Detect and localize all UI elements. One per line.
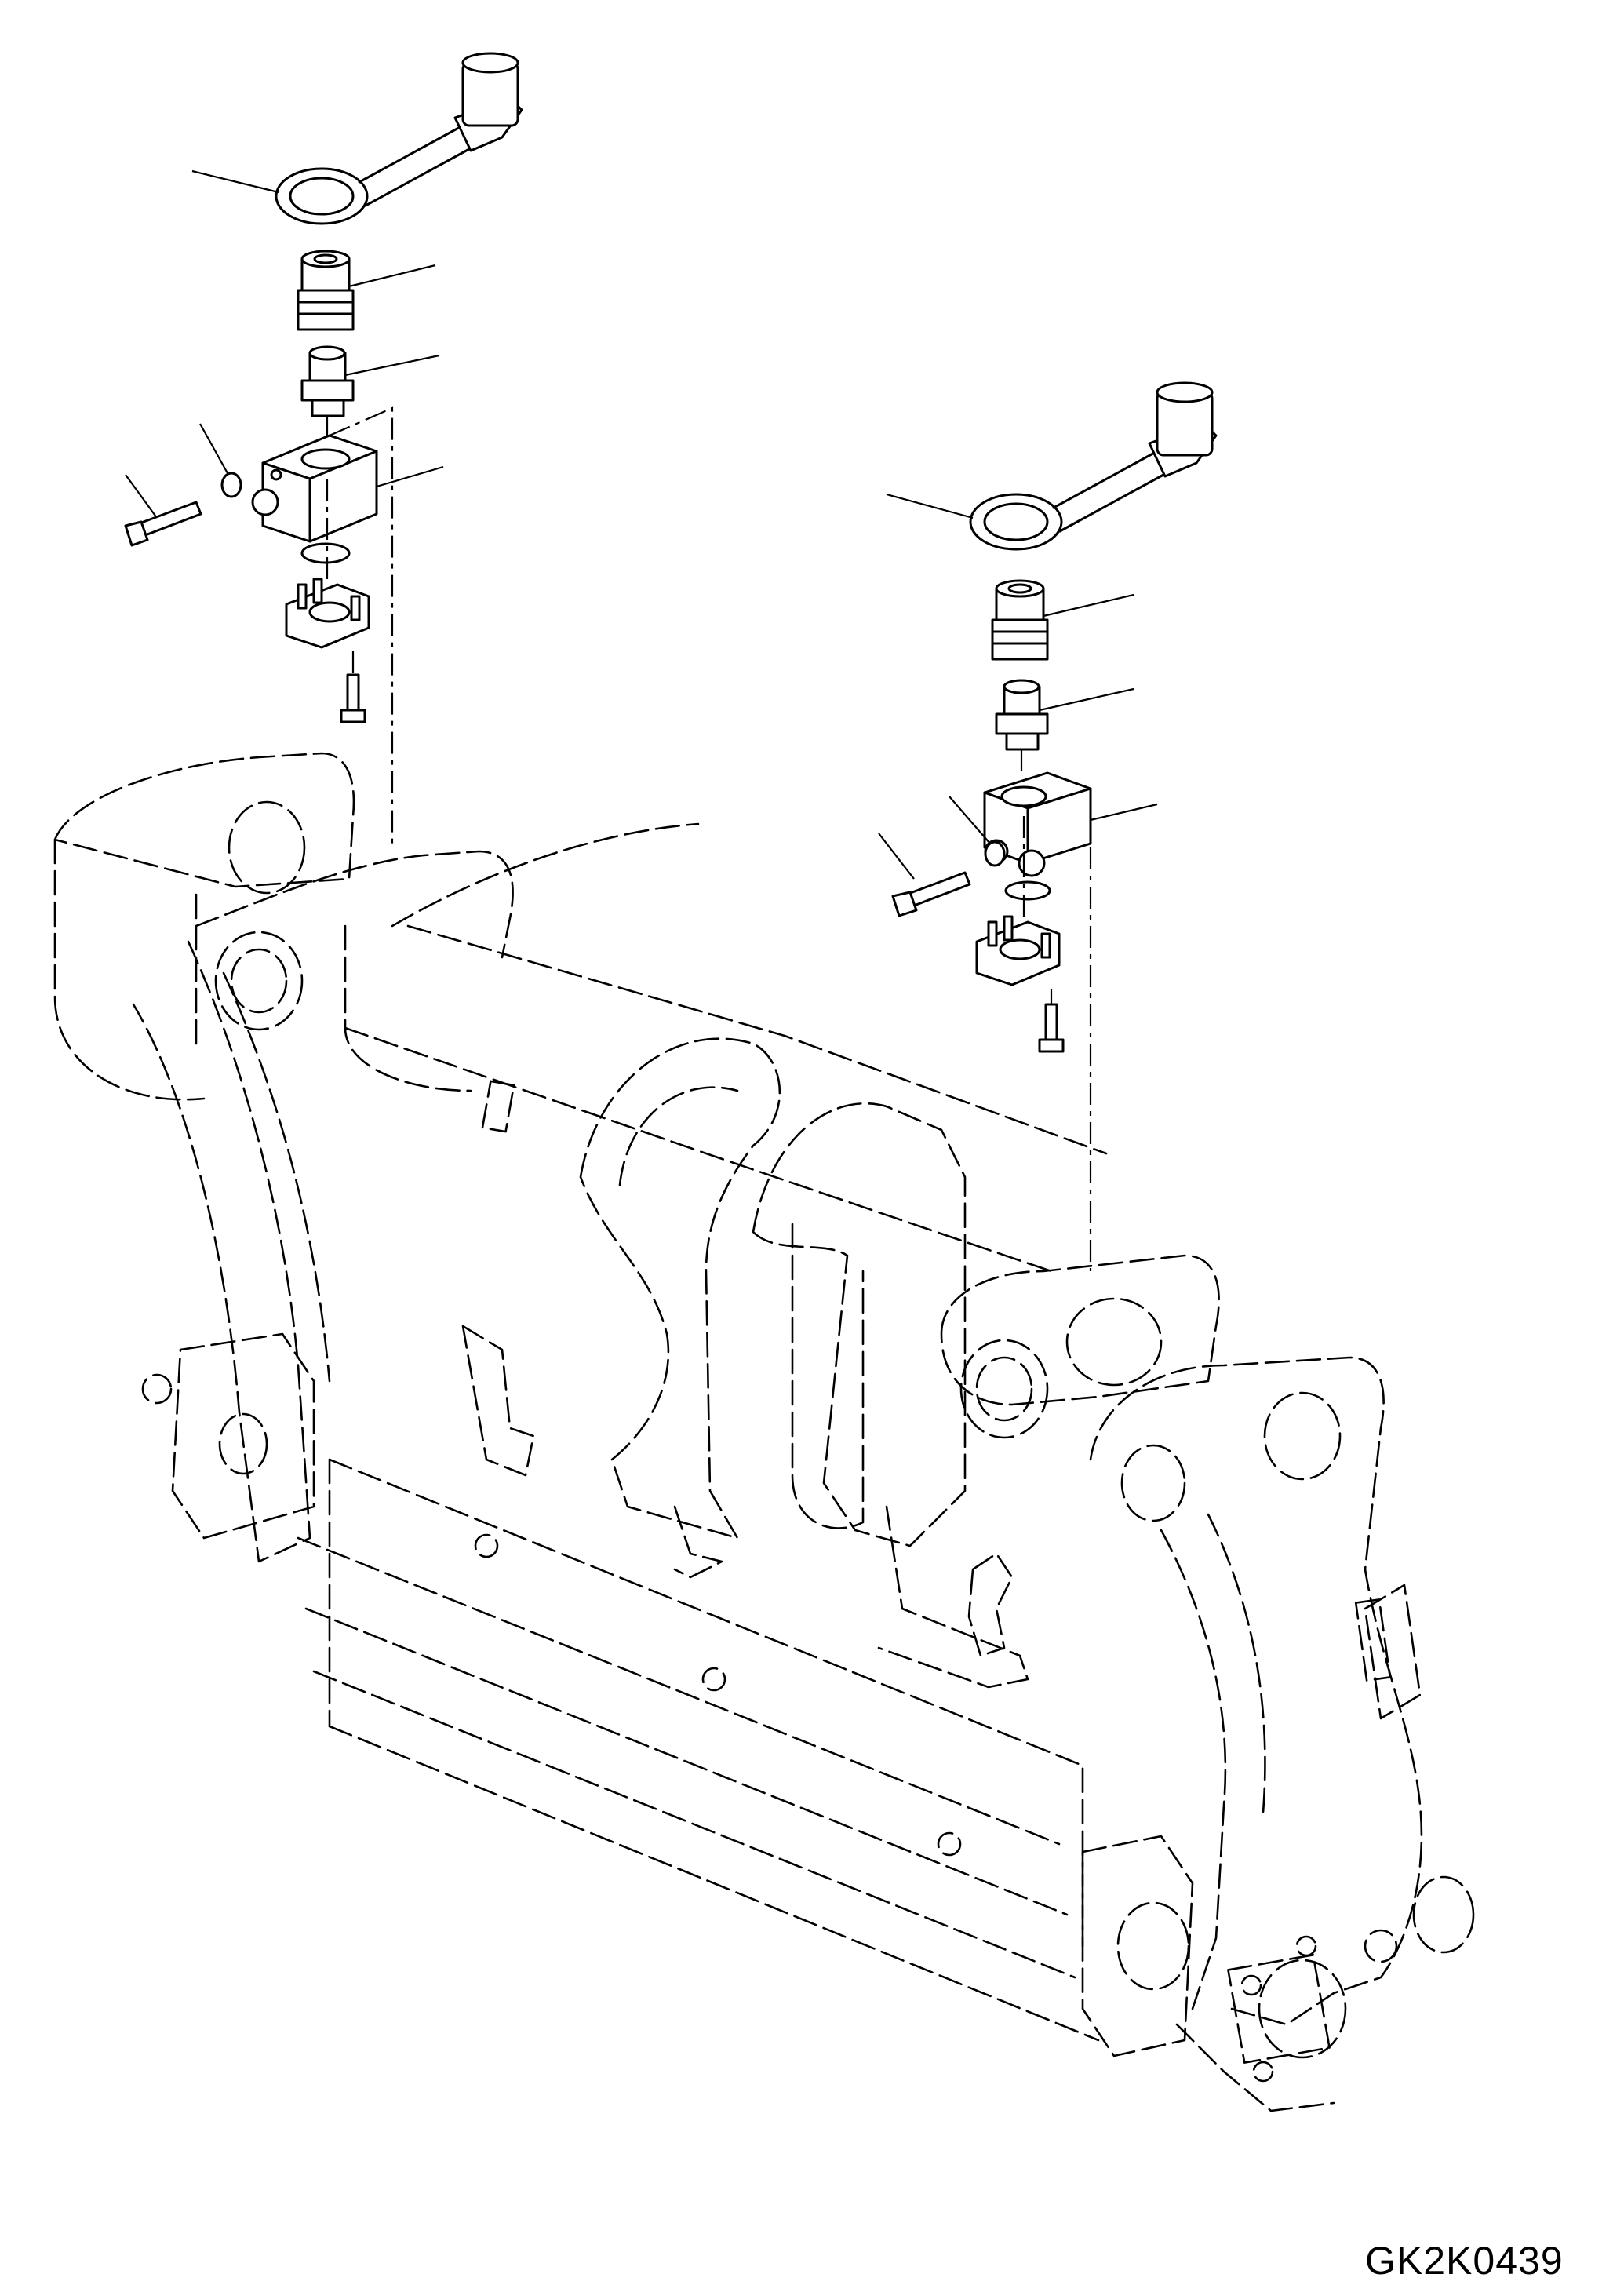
right-leader-bolt <box>878 833 915 880</box>
right-leader-dust-cap <box>886 493 974 519</box>
left-bolt <box>124 501 202 547</box>
left-leader-bolt <box>125 474 158 519</box>
right-adapter <box>995 679 1049 751</box>
left-valve-block <box>251 434 378 543</box>
right-flange-bolt <box>1038 1003 1065 1053</box>
left-adapter <box>300 345 355 417</box>
right-dust-cap <box>969 381 1218 551</box>
right-quick-coupler-assembly <box>878 381 1218 1271</box>
left-leader-adapter <box>344 354 440 377</box>
right-valve-block <box>983 771 1092 877</box>
right-leader-valve-block <box>1090 803 1158 822</box>
left-o-ring <box>300 542 351 564</box>
right-coupler-nipple <box>991 579 1049 661</box>
right-bolt <box>891 871 971 917</box>
right-washer <box>984 840 1006 867</box>
right-o-ring <box>1004 880 1051 901</box>
right-leader-coupler <box>1043 593 1134 618</box>
right-leader-washer <box>949 796 991 844</box>
left-split-flange <box>285 578 370 649</box>
left-coupler-nipple <box>297 250 355 331</box>
left-leader-dust-cap <box>191 169 279 194</box>
right-leader-adapter <box>1039 687 1134 712</box>
left-flange-bolt <box>340 673 366 723</box>
left-washer <box>220 472 242 498</box>
left-quick-coupler-assembly <box>124 52 523 847</box>
left-leader-valve-block <box>376 465 444 488</box>
left-leader-washer <box>199 423 228 474</box>
right-split-flange <box>975 915 1061 986</box>
left-leader-coupler <box>348 264 436 288</box>
phantom-quick-coupler-frame <box>53 752 1475 2112</box>
drawing-number: GK2K0439 <box>1365 2239 1564 2283</box>
left-dust-cap <box>275 52 523 225</box>
